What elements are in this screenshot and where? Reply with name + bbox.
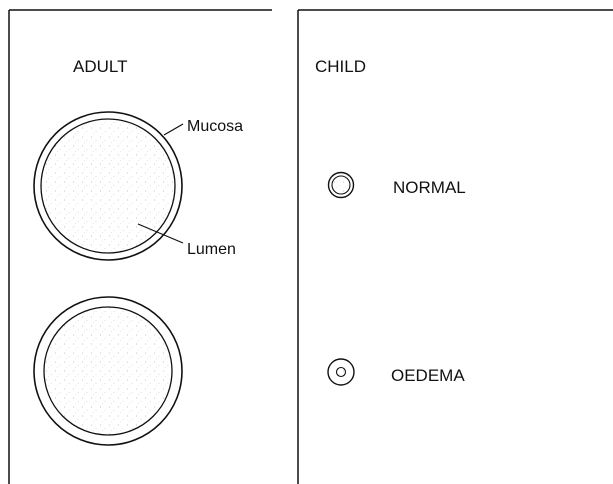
child-panel-title: CHILD — [315, 57, 366, 76]
child-airway-normal — [329, 173, 354, 198]
adult-oedema-lumen — [44, 307, 172, 435]
child-oedema-lumen — [337, 368, 346, 377]
mucosa-label: Mucosa — [187, 118, 243, 135]
child-normal-label: NORMAL — [393, 178, 466, 197]
mucosa-leader-line — [164, 124, 183, 135]
adult-lumen — [41, 119, 175, 253]
child-normal-lumen — [332, 176, 350, 194]
adult-panel-title: ADULT — [73, 57, 127, 76]
child-airway-oedema — [328, 359, 354, 385]
lumen-label: Lumen — [187, 241, 236, 258]
adult-airway-oedema — [34, 297, 182, 445]
child-oedema-label: OEDEMA — [391, 366, 465, 385]
adult-airway-normal — [34, 112, 182, 260]
